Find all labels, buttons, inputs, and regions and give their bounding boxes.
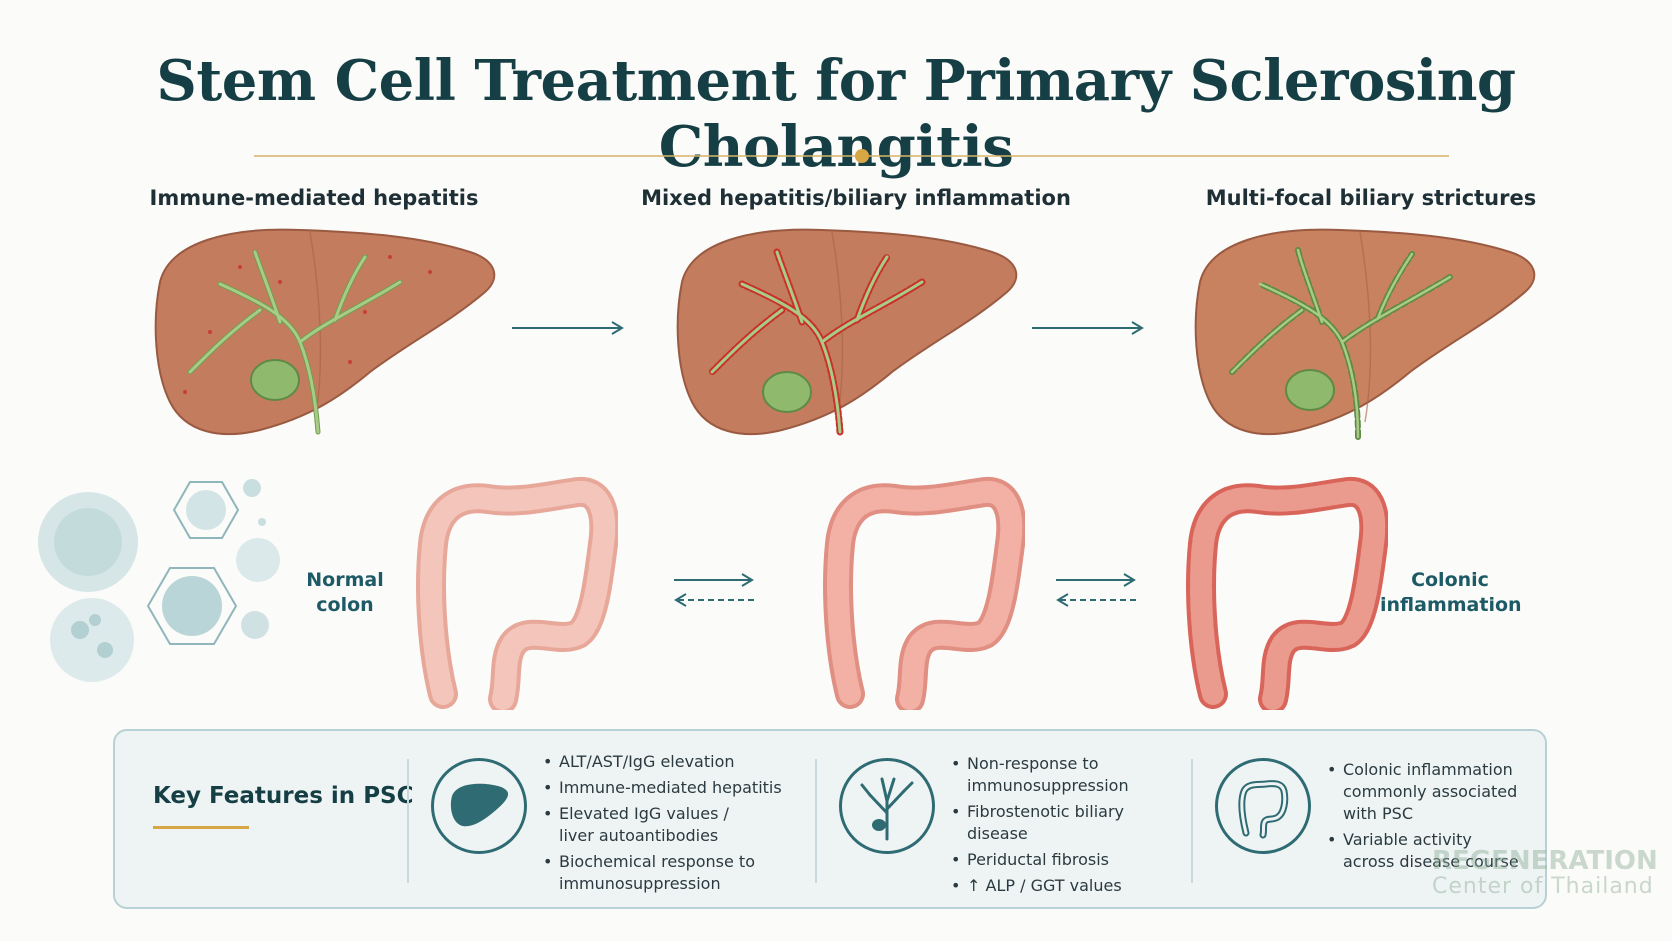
stage-label-biliary-strictures: Multi-focal biliary strictures — [1205, 186, 1537, 210]
colon-normal — [416, 476, 618, 710]
feature-item-line1: Elevated IgG values / — [559, 804, 729, 823]
liver-icon — [431, 758, 527, 854]
feature-item-line1: Biochemical response to — [559, 852, 755, 871]
colonic-inflammation-label: Colonic inflammation — [1380, 568, 1522, 618]
watermark-line2: Center of Thailand — [1432, 874, 1654, 899]
normal-colon-label-line1: Normal — [306, 569, 384, 591]
colon-mild-inflammation — [823, 476, 1025, 710]
feature-item: Elevated IgG values / liver autoantibodi… — [543, 803, 813, 847]
liver-stage-3 — [1194, 228, 1536, 440]
colonic-inflammation-label-line2: inflammation — [1380, 594, 1522, 616]
feature-item: Variable activity across disease course — [1327, 829, 1527, 873]
key-features-underline — [153, 826, 249, 829]
normal-colon-label: Normal colon — [300, 568, 390, 618]
liver-stage-1 — [154, 228, 496, 436]
feature-list-colonic: Colonic inflammation commonly associated… — [1327, 759, 1527, 877]
stage-label-mixed-inflammation: Mixed hepatitis/biliary inflammation — [641, 186, 1071, 210]
feature-item-line3: with PSC — [1343, 804, 1414, 823]
feature-item: Colonic inflammation commonly associated… — [1327, 759, 1527, 825]
key-features-panel: Key Features in PSC ALT/AST/IgG elevatio… — [113, 729, 1547, 909]
feature-item: Fibrostenotic biliary disease — [951, 801, 1187, 845]
feature-item: ↑ ALP / GGT values — [951, 875, 1187, 897]
feature-item-line2: immunosuppression — [559, 874, 721, 893]
watermark-line1: REGENERATION — [1432, 846, 1658, 876]
arrow-stage-1-to-2 — [512, 321, 624, 335]
feature-item-line2: liver autoantibodies — [559, 826, 719, 845]
normal-colon-label-line2: colon — [316, 594, 374, 616]
page-title: Stem Cell Treatment for Primary Sclerosi… — [156, 48, 1516, 180]
liver-stage-2 — [676, 228, 1018, 436]
stem-cells-illustration — [38, 479, 280, 682]
feature-item-line1: Non-response to — [967, 754, 1099, 773]
feature-item-line1: Colonic inflammation — [1343, 760, 1513, 779]
feature-item-line2: commonly associated — [1343, 782, 1518, 801]
feature-item: Non-response to immunosuppression — [951, 753, 1187, 797]
feature-item-line2: immunosuppression — [967, 776, 1129, 795]
watermark-logo: REGENERATION Center of Thailand — [1432, 848, 1658, 900]
bile-duct-icon — [839, 758, 935, 854]
feature-item-line2: across disease course — [1343, 852, 1519, 871]
title-divider — [254, 149, 1449, 163]
panel-divider-2 — [815, 759, 817, 883]
colonic-inflammation-label-line1: Colonic — [1411, 569, 1489, 591]
key-features-title: Key Features in PSC — [153, 783, 414, 809]
arrow-colon-2-3 — [1056, 573, 1136, 607]
colon-inflamed — [1186, 476, 1388, 710]
stage-label-immune-hepatitis: Immune-mediated hepatitis — [149, 186, 479, 210]
feature-list-hepatitis: ALT/AST/IgG elevation Immune-mediated he… — [543, 751, 813, 899]
panel-divider-1 — [407, 759, 409, 883]
colon-icon — [1215, 758, 1311, 854]
arrow-stage-2-to-3 — [1032, 321, 1144, 335]
panel-divider-3 — [1191, 759, 1193, 883]
feature-item: ALT/AST/IgG elevation — [543, 751, 813, 773]
feature-item: Biochemical response to immunosuppressio… — [543, 851, 813, 895]
feature-list-biliary: Non-response to immunosuppression Fibros… — [951, 753, 1187, 901]
feature-item: Immune-mediated hepatitis — [543, 777, 813, 799]
feature-item-line1: Variable activity — [1343, 830, 1472, 849]
arrow-colon-1-2 — [674, 573, 754, 607]
feature-item: Periductal fibrosis — [951, 849, 1187, 871]
